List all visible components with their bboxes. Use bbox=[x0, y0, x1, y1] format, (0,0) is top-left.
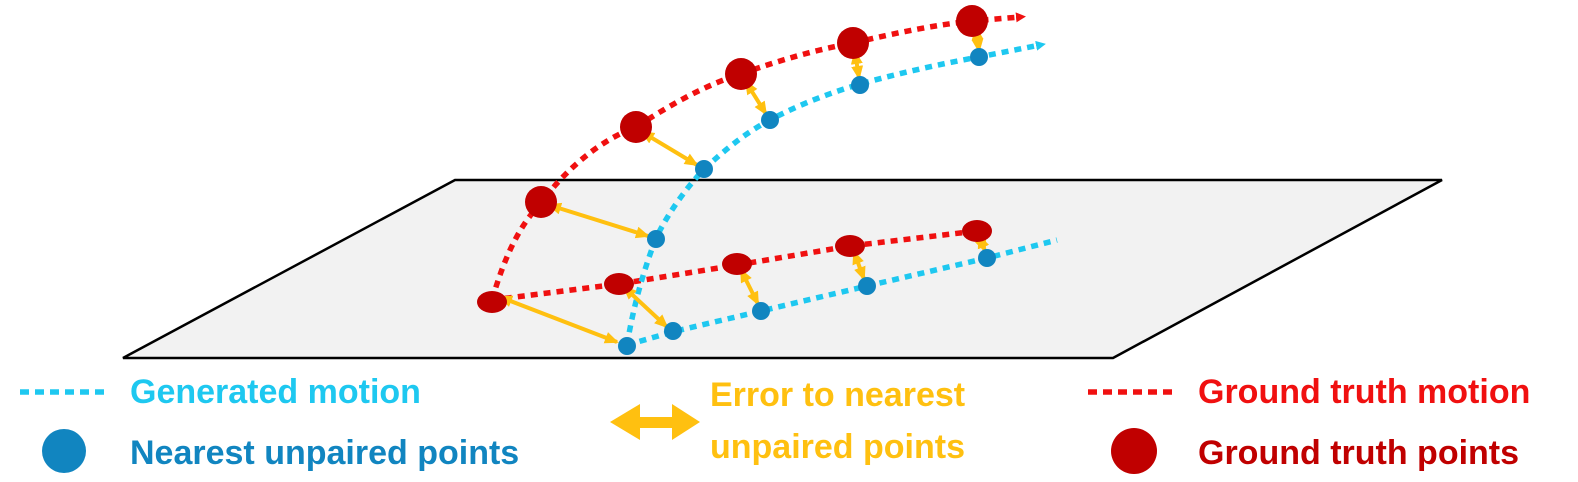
double-arrow-icon bbox=[610, 404, 700, 440]
legend-ground-truth-motion: Ground truth motion bbox=[1198, 373, 1531, 411]
nearest-point bbox=[647, 230, 665, 248]
nearest-point bbox=[978, 249, 996, 267]
ground-truth-point bbox=[835, 235, 865, 257]
nearest-point bbox=[752, 302, 770, 320]
nearest-point bbox=[761, 111, 779, 129]
generated-motion-arc bbox=[624, 40, 1046, 346]
nearest-point bbox=[970, 48, 988, 66]
nearest-point bbox=[851, 76, 869, 94]
legend-error-line2: unpaired points bbox=[710, 428, 965, 466]
ground-truth-point bbox=[725, 58, 757, 90]
error-arrow bbox=[547, 202, 650, 239]
ground-truth-point bbox=[956, 5, 988, 37]
ground-truth-point bbox=[837, 27, 869, 59]
nearest-unpaired-points bbox=[618, 48, 996, 355]
nearest-point bbox=[695, 160, 713, 178]
error-arrow bbox=[739, 268, 760, 306]
circle-icon bbox=[42, 429, 86, 473]
generated-motion-ground bbox=[626, 237, 1058, 348]
ground-truth-points bbox=[477, 5, 992, 313]
legend-nearest-unpaired-points: Nearest unpaired points bbox=[130, 434, 520, 472]
ground-truth-point bbox=[722, 253, 752, 275]
error-arrow bbox=[622, 285, 669, 329]
circle-icon bbox=[1111, 428, 1157, 474]
nearest-point bbox=[858, 277, 876, 295]
nearest-point bbox=[618, 337, 636, 355]
ground-truth-point bbox=[604, 273, 634, 295]
legend-error-line1: Error to nearest bbox=[710, 376, 966, 414]
error-arrow bbox=[498, 295, 619, 344]
legend-error: Error to nearest unpaired points bbox=[710, 376, 965, 466]
error-arrow bbox=[852, 250, 866, 281]
ground-truth-point bbox=[477, 291, 507, 313]
ground-plane bbox=[122, 178, 1443, 360]
ground-truth-point bbox=[620, 111, 652, 143]
error-arrow bbox=[640, 130, 699, 167]
nearest-point bbox=[664, 322, 682, 340]
legend-ground-truth-points: Ground truth points bbox=[1198, 434, 1520, 472]
ground-truth-point bbox=[962, 220, 992, 242]
ground-truth-point bbox=[525, 186, 557, 218]
legend-generated-motion: Generated motion bbox=[130, 373, 421, 411]
